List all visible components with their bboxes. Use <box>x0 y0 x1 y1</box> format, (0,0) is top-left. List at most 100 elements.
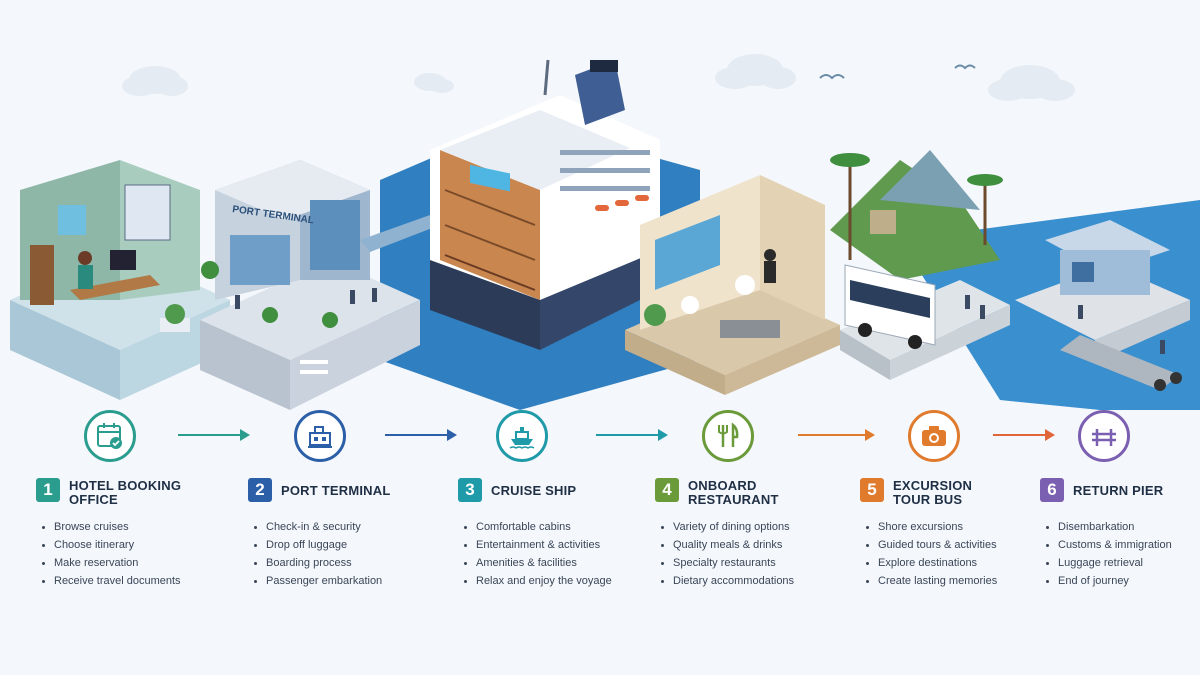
step-3: 3 CRUISE SHIP Comfortable cabins Enterta… <box>458 476 648 590</box>
step-title: PORT TERMINAL <box>281 483 391 498</box>
step-bullets: Check-in & security Drop off luggage Boa… <box>248 518 438 590</box>
step-title-line: TOUR BUS <box>893 492 963 507</box>
list-item: Guided tours & activities <box>860 536 1050 554</box>
step-header: 3 CRUISE SHIP <box>458 476 648 510</box>
step-header: 4 ONBOARD RESTAURANT <box>655 476 845 510</box>
list-item: Drop off luggage <box>248 536 438 554</box>
arrow-head-icon <box>658 429 668 441</box>
cloud-icon <box>122 66 188 96</box>
restaurant-scene <box>625 175 840 395</box>
booking-office-scene <box>10 160 230 400</box>
flow-arrow-5 <box>993 429 1055 441</box>
arrow-head-icon <box>240 429 250 441</box>
flow-arrow-4 <box>798 429 875 441</box>
calendar-check-icon <box>97 423 122 449</box>
step-2: 2 PORT TERMINAL Check-in & security Drop… <box>248 476 438 590</box>
step-number-badge: 6 <box>1040 478 1064 502</box>
bird-icon <box>819 64 976 80</box>
list-item: Shore excursions <box>860 518 1050 536</box>
list-item: Entertainment & activities <box>458 536 648 554</box>
step-header: 6 RETURN PIER <box>1040 476 1190 510</box>
step-1-icon-badge <box>84 410 136 462</box>
cloud-icon <box>414 73 454 93</box>
list-item: Relax and enjoy the voyage <box>458 572 648 590</box>
port-terminal-scene: PORT TERMINAL <box>200 160 440 410</box>
step-icons-row <box>0 410 1200 480</box>
step-5: 5 EXCURSION TOUR BUS Shore excursions Gu… <box>860 476 1050 590</box>
list-item: Explore destinations <box>860 554 1050 572</box>
list-item: Quality meals & drinks <box>655 536 845 554</box>
step-bullets: Disembarkation Customs & immigration Lug… <box>1040 518 1190 590</box>
step-5-icon-badge <box>908 410 960 462</box>
arrow-shaft <box>993 434 1053 436</box>
step-title-line: ONBOARD <box>688 478 757 493</box>
step-number-badge: 3 <box>458 478 482 502</box>
step-bullets: Shore excursions Guided tours & activiti… <box>860 518 1050 590</box>
flow-arrow-1 <box>178 429 250 441</box>
flow-arrow-2 <box>385 429 457 441</box>
arrow-head-icon <box>865 429 875 441</box>
list-item: Browse cruises <box>36 518 226 536</box>
step-number-badge: 4 <box>655 478 679 502</box>
list-item: Create lasting memories <box>860 572 1050 590</box>
list-item: Receive travel documents <box>36 572 226 590</box>
step-2-icon-badge <box>294 410 346 462</box>
list-item: Luggage retrieval <box>1040 554 1190 572</box>
step-header: 1 HOTEL BOOKING OFFICE <box>36 476 226 510</box>
step-title: CRUISE SHIP <box>491 483 577 498</box>
list-item: Passenger embarkation <box>248 572 438 590</box>
list-item: Specialty restaurants <box>655 554 845 572</box>
arrow-head-icon <box>1045 429 1055 441</box>
list-item: Comfortable cabins <box>458 518 648 536</box>
arrow-head-icon <box>447 429 457 441</box>
cloud-icon <box>715 54 796 89</box>
cruise-ship-scene <box>430 59 660 350</box>
step-number-badge: 2 <box>248 478 272 502</box>
step-title: RETURN PIER <box>1073 483 1164 498</box>
step-4-icon-badge <box>702 410 754 462</box>
step-3-icon-badge <box>496 410 548 462</box>
cloud-icon <box>988 65 1075 101</box>
step-header: 2 PORT TERMINAL <box>248 476 438 510</box>
pier-icon <box>1092 429 1116 446</box>
list-item: Customs & immigration <box>1040 536 1190 554</box>
step-bullets: Browse cruises Choose itinerary Make res… <box>36 518 226 590</box>
step-number-badge: 1 <box>36 478 60 502</box>
step-title-line: OFFICE <box>69 492 118 507</box>
step-bullets: Variety of dining options Quality meals … <box>655 518 845 590</box>
list-item: Amenities & facilities <box>458 554 648 572</box>
step-title-line: RESTAURANT <box>688 492 779 507</box>
step-6: 6 RETURN PIER Disembarkation Customs & i… <box>1040 476 1190 590</box>
step-6-icon-badge <box>1078 410 1130 462</box>
arrow-shaft <box>798 434 873 436</box>
people-figures <box>235 288 1165 354</box>
journey-illustration: PORT TERMINAL <box>10 54 1200 410</box>
arrow-shaft <box>385 434 455 436</box>
arrow-shaft <box>596 434 666 436</box>
list-item: Boarding process <box>248 554 438 572</box>
step-title-line: HOTEL BOOKING <box>69 478 182 493</box>
list-item: Disembarkation <box>1040 518 1190 536</box>
step-title-line: EXCURSION <box>893 478 973 493</box>
step-title: EXCURSION TOUR BUS <box>893 479 972 507</box>
list-item: Variety of dining options <box>655 518 845 536</box>
step-header: 5 EXCURSION TOUR BUS <box>860 476 1050 510</box>
arrow-shaft <box>178 434 248 436</box>
cruise-ship-icon <box>509 427 535 449</box>
list-item: Choose itinerary <box>36 536 226 554</box>
list-item: Make reservation <box>36 554 226 572</box>
flow-arrow-3 <box>596 429 668 441</box>
port-building-icon <box>308 426 332 448</box>
step-title: HOTEL BOOKING OFFICE <box>69 479 181 507</box>
camera-icon <box>922 426 946 446</box>
list-item: Dietary accommodations <box>655 572 845 590</box>
list-item: Check-in & security <box>248 518 438 536</box>
step-1: 1 HOTEL BOOKING OFFICE Browse cruises Ch… <box>36 476 226 590</box>
list-item: End of journey <box>1040 572 1190 590</box>
fork-knife-icon <box>718 422 739 447</box>
step-bullets: Comfortable cabins Entertainment & activ… <box>458 518 648 590</box>
step-number-badge: 5 <box>860 478 884 502</box>
return-pier-scene <box>1015 220 1190 391</box>
step-title: ONBOARD RESTAURANT <box>688 479 779 507</box>
step-4: 4 ONBOARD RESTAURANT Variety of dining o… <box>655 476 845 590</box>
